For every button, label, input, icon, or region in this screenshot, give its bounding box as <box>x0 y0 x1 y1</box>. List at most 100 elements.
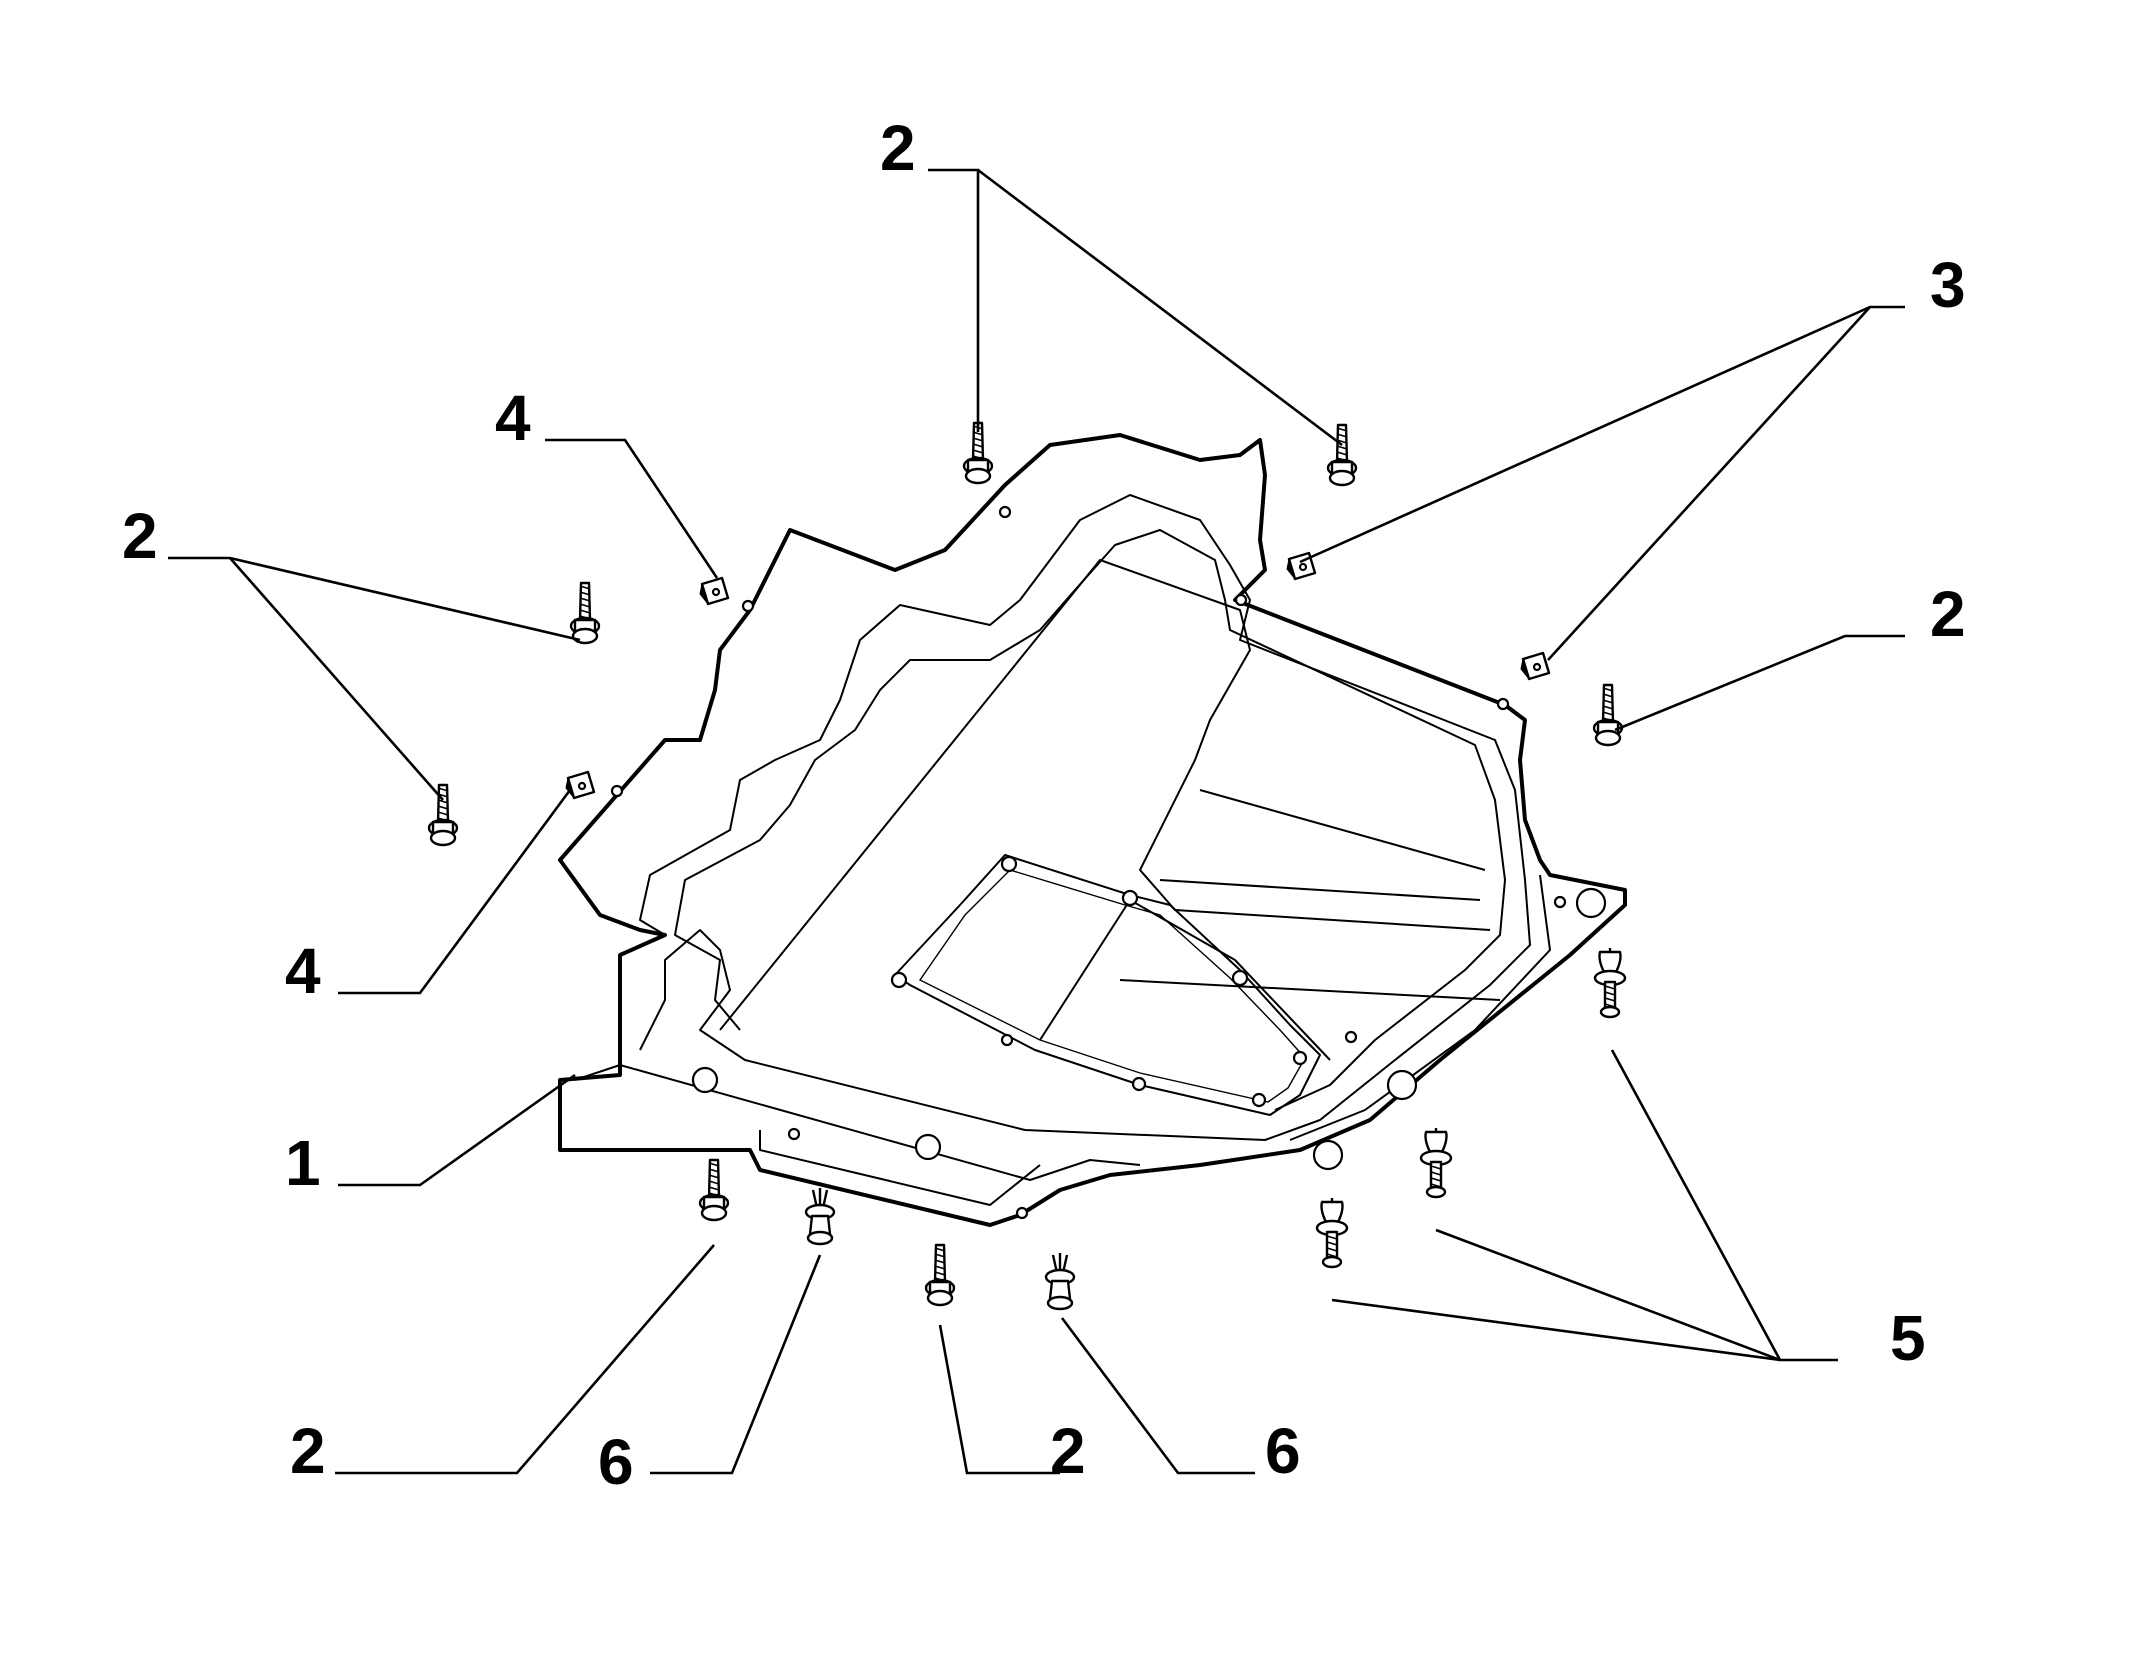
leader-line <box>1435 1228 1781 1362</box>
screw-thread <box>708 1168 720 1173</box>
screw-thread <box>437 811 449 816</box>
screw <box>569 581 601 645</box>
rivet-thread <box>1604 985 1616 990</box>
leader-line <box>545 438 719 579</box>
panel-hole <box>1344 1030 1358 1044</box>
panel-hole <box>1231 969 1249 987</box>
leader-line <box>338 789 572 995</box>
eclip-head <box>1046 1295 1074 1311</box>
panel-hole <box>914 1133 942 1161</box>
leader-lines <box>168 168 1905 1475</box>
panel-hole <box>1131 1076 1147 1092</box>
clip-fold <box>565 777 575 799</box>
panel-hole <box>787 1127 801 1141</box>
panel-hole <box>1386 1069 1418 1101</box>
leader-line <box>1547 306 1871 661</box>
expanding-clip <box>804 1188 836 1246</box>
rivet-thread <box>1326 1235 1338 1240</box>
panel-hole <box>610 784 624 798</box>
panel-hole <box>1496 697 1510 711</box>
callout-labels: 2 3 4 2 2 4 1 5 2 6 2 6 <box>122 112 1966 1498</box>
panel-hole <box>1553 895 1567 909</box>
screw-thread <box>1336 439 1348 444</box>
clip-hole <box>577 781 587 791</box>
leader-line <box>977 168 1343 447</box>
rivet-cap <box>1599 1005 1621 1019</box>
rivet-top <box>1424 1130 1448 1154</box>
rivet-thread <box>1604 991 1616 996</box>
screw-washer <box>926 1289 954 1307</box>
screw-thread <box>579 609 591 614</box>
callout-number: 6 <box>1265 1415 1301 1487</box>
rivet-cap <box>1321 1255 1343 1269</box>
callout-number: 4 <box>495 382 531 454</box>
screw-thread <box>708 1186 720 1191</box>
panel-inner-rim <box>639 494 1531 1141</box>
callout-number: 5 <box>1890 1302 1926 1374</box>
screw-thread <box>934 1265 946 1270</box>
leader-line <box>1060 1317 1255 1475</box>
screw <box>427 783 459 847</box>
screw-washer <box>429 829 457 847</box>
panel-hole <box>1234 593 1248 607</box>
leader-line <box>1614 634 1905 732</box>
push-rivet <box>1593 948 1627 1019</box>
rivet-thread <box>1430 1177 1442 1182</box>
screw-thread <box>1602 693 1614 698</box>
rivet-thread <box>1326 1241 1338 1246</box>
panel-hole <box>1121 889 1139 907</box>
panel-rib-1 <box>1199 789 1486 871</box>
screw-thread <box>437 787 449 792</box>
panel-hole <box>1000 1033 1014 1047</box>
screw-thread <box>972 431 984 436</box>
panel-diagonal-rib <box>1039 899 1331 1061</box>
panel-hole <box>998 505 1012 519</box>
screw-thread <box>972 443 984 448</box>
leader-line <box>938 1324 1060 1475</box>
screw-thread <box>1336 445 1348 450</box>
panel-hole <box>1312 1139 1344 1171</box>
underbody-shield-panel <box>558 433 1627 1227</box>
clip-nut <box>699 576 730 606</box>
screw-washer <box>700 1204 728 1222</box>
screw-washer <box>1594 729 1622 747</box>
callout-number: 2 <box>1050 1415 1086 1487</box>
eclip-head <box>806 1230 834 1246</box>
panel-hole <box>1000 855 1018 873</box>
callout-number: 6 <box>598 1426 634 1498</box>
leader-line <box>1299 305 1905 564</box>
screw-thread <box>437 799 449 804</box>
screw-thread <box>437 805 449 810</box>
screw-thread <box>708 1162 720 1167</box>
screw-washer <box>571 627 599 645</box>
screw-thread <box>1336 451 1348 456</box>
clip-fold <box>699 583 709 605</box>
screw-thread <box>934 1259 946 1264</box>
panel-hole <box>890 971 908 989</box>
leader-line <box>338 1073 576 1187</box>
screw <box>698 1158 730 1222</box>
rivet-thread <box>1326 1247 1338 1252</box>
leader-line <box>229 557 444 801</box>
callout-number: 4 <box>285 935 321 1007</box>
panel-outer-edge <box>558 433 1627 1227</box>
screw-thread <box>1336 433 1348 438</box>
clip-hole <box>1298 562 1308 572</box>
screw-washer <box>1328 469 1356 487</box>
clip-hole <box>711 587 721 597</box>
screw-thread <box>579 585 591 590</box>
clip-hole <box>1532 662 1542 672</box>
screw <box>1326 423 1358 487</box>
leader-line <box>928 168 980 432</box>
panel-front-lip <box>574 1064 1141 1181</box>
callout-number: 2 <box>290 1415 326 1487</box>
screw-thread <box>972 449 984 454</box>
screw <box>1592 683 1624 747</box>
screw-thread <box>1602 699 1614 704</box>
callout-number: 2 <box>122 500 158 572</box>
expanding-clip <box>1044 1253 1076 1311</box>
rivet-top <box>1320 1200 1344 1224</box>
rivet-thread <box>1430 1165 1442 1170</box>
screw-thread <box>708 1180 720 1185</box>
